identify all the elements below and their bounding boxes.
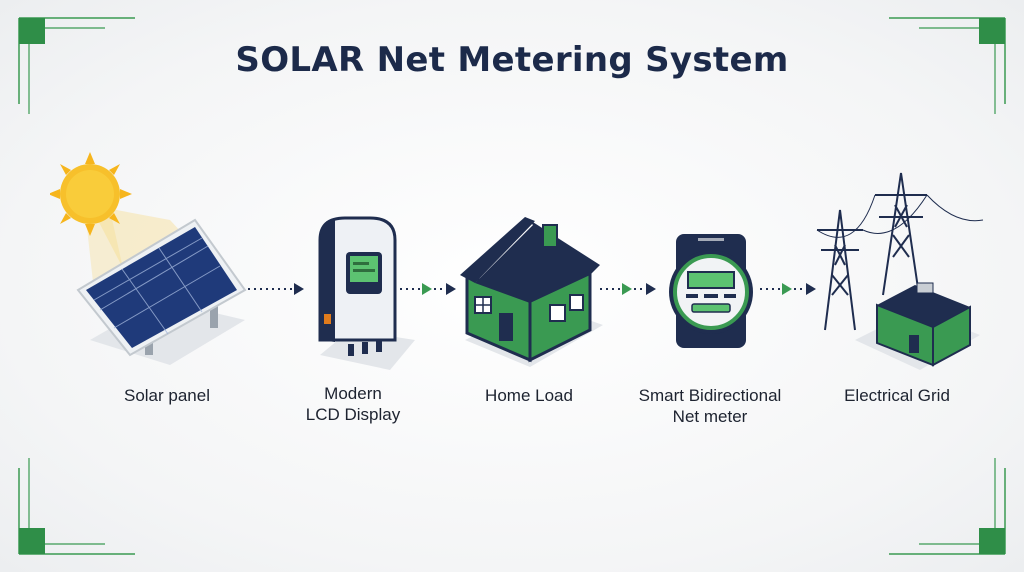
corner-decoration-top-right	[874, 14, 1009, 124]
substation-building	[876, 282, 971, 367]
stage-label-electrical-grid: Electrical Grid	[844, 386, 950, 405]
corner-decoration-bottom-right	[874, 448, 1009, 558]
flow-arrow-4	[758, 282, 818, 296]
corner-decoration-bottom-left	[15, 448, 150, 558]
sun-icon	[50, 152, 132, 236]
corner-decoration-top-left	[15, 14, 150, 124]
solar-panel-icon	[50, 150, 250, 370]
flow-arrow-1	[246, 282, 306, 296]
stage-label-home-load: Home Load	[485, 386, 573, 405]
house-icon	[455, 205, 605, 370]
stage-label-lcd-display: Modern LCD Display	[305, 384, 401, 424]
flow-arrow-2	[398, 282, 458, 296]
flow-arrow-3	[598, 282, 658, 296]
power-grid-icon	[805, 165, 985, 375]
net-meter-icon	[660, 228, 770, 358]
lcd-display-icon	[300, 210, 420, 370]
diagram-title: SOLAR Net Metering System	[235, 40, 789, 80]
stage-label-net-meter: Smart Bidirectional Net meter	[638, 386, 782, 426]
stage-label-solar-panel: Solar panel	[123, 386, 210, 405]
